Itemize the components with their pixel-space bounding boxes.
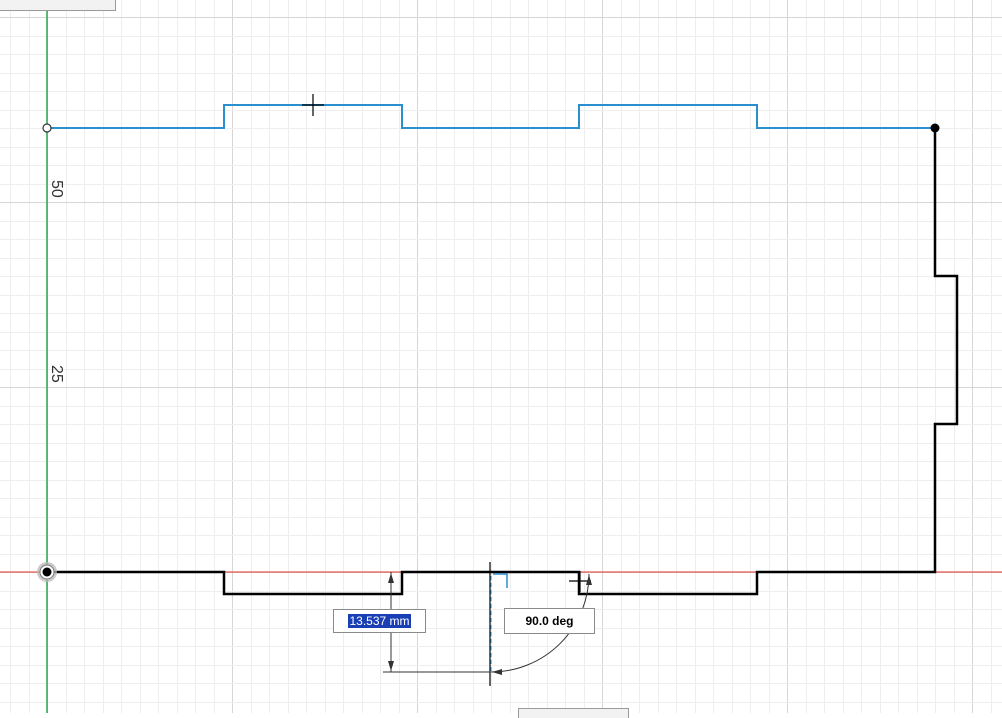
sketch-point-start[interactable] bbox=[42, 123, 52, 133]
angle-value: 90.0 deg bbox=[525, 614, 574, 628]
toolbar-tab-fragment[interactable] bbox=[0, 0, 116, 11]
sketch-profile-outline[interactable] bbox=[47, 128, 959, 596]
origin-point[interactable] bbox=[37, 562, 57, 582]
perpendicular-constraint-icon bbox=[493, 573, 508, 588]
angle-dimension-input[interactable]: 90.0 deg bbox=[504, 608, 595, 634]
length-value: 13.537 mm bbox=[348, 614, 411, 628]
length-dimension-input[interactable]: 13.537 mm bbox=[333, 609, 426, 633]
angle-dimension-arc bbox=[490, 573, 592, 675]
axis-label-50: 50 bbox=[48, 180, 65, 198]
sketch-line-preview bbox=[489, 562, 492, 686]
sketch-profile-top-edge[interactable] bbox=[47, 104, 935, 129]
panel-tab-fragment[interactable] bbox=[518, 708, 629, 718]
sketch-point-end[interactable] bbox=[930, 123, 940, 133]
axis-label-25: 25 bbox=[48, 365, 65, 383]
cursor-crosshair-icon bbox=[302, 94, 324, 116]
